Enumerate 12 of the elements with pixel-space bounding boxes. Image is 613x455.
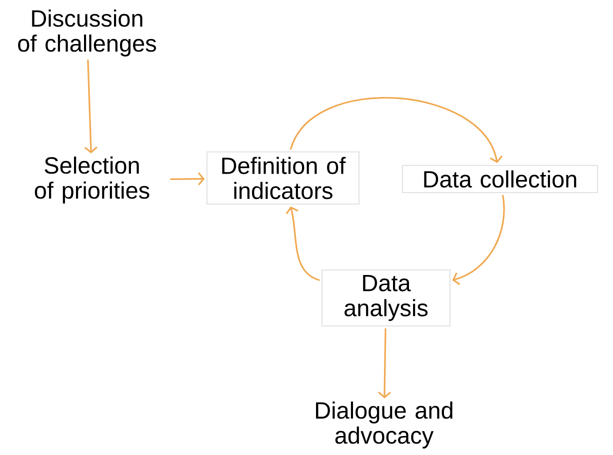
process-box: Data analysis	[322, 270, 450, 326]
step-text: Discussion of challenges	[18, 10, 156, 56]
arrow	[170, 172, 205, 186]
step-text: Dialogue and advocacy	[316, 402, 452, 448]
arrow	[452, 194, 505, 286]
process-box: Definition of indicators	[206, 151, 360, 205]
step-text: Selection of priorities	[34, 156, 150, 204]
arrow	[286, 206, 320, 281]
arrow	[84, 60, 98, 154]
process-box: Data collection	[402, 164, 598, 194]
arrow	[378, 328, 392, 398]
arrow	[290, 97, 503, 163]
